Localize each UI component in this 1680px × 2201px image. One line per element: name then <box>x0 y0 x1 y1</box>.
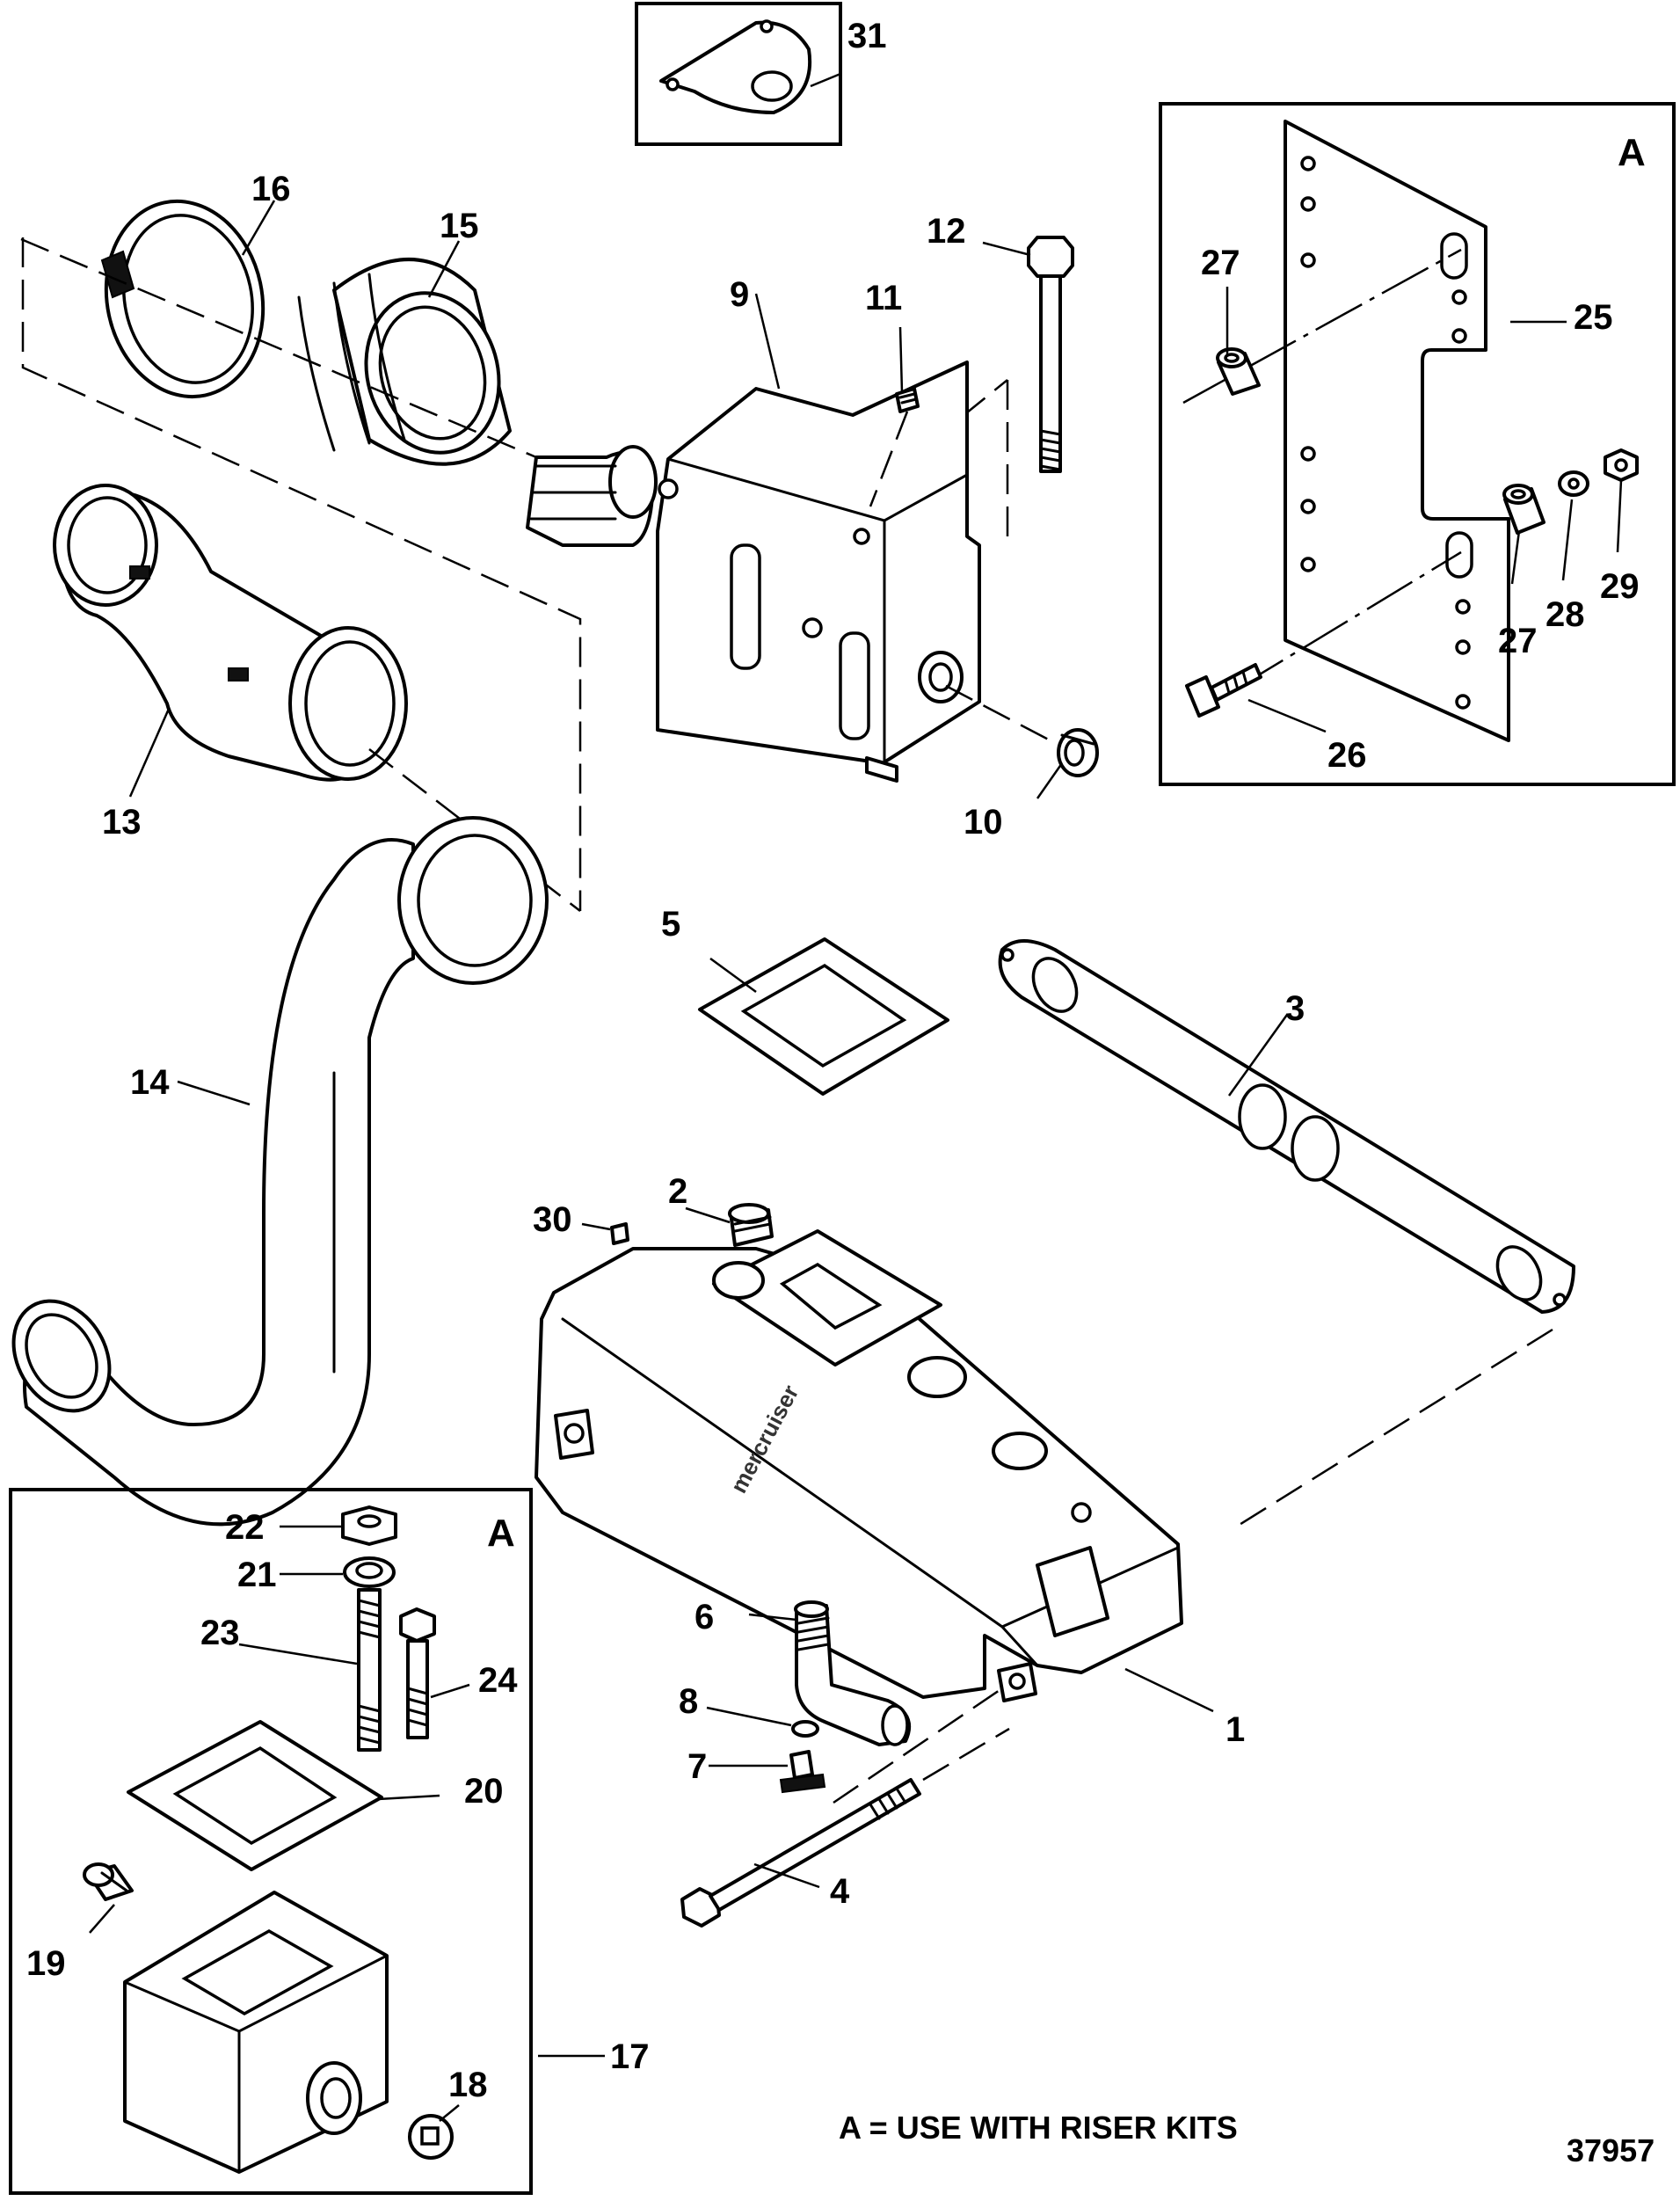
part-28-washer <box>1558 470 1589 497</box>
part-11-plug <box>895 387 920 413</box>
part-27-spacer-upper <box>1216 347 1261 396</box>
part-9-riser <box>526 361 981 783</box>
callout-26: 26 <box>1327 736 1367 775</box>
callout-4: 4 <box>830 1872 850 1911</box>
callout-18: 18 <box>448 2066 488 2104</box>
inset-box-right <box>1159 102 1676 786</box>
part-30-plug <box>610 1222 629 1245</box>
part-20-gasket <box>127 1720 383 1871</box>
part-23-stud <box>357 1588 382 1752</box>
callout-27-upper: 27 <box>1201 244 1240 282</box>
callout-30: 30 <box>533 1200 572 1239</box>
part-1-manifold <box>535 1229 1183 1702</box>
part-31-gasket <box>635 2 842 146</box>
part-15-bellows <box>297 258 512 466</box>
figure-number: 37957 <box>1567 2132 1655 2168</box>
callout-8: 8 <box>679 1682 698 1721</box>
callout-14: 14 <box>130 1063 170 1102</box>
callout-12: 12 <box>927 212 966 251</box>
part-16-clamp <box>100 199 265 399</box>
callout-10: 10 <box>964 803 1003 842</box>
part-6-elbow-fitting <box>794 1600 911 1746</box>
callout-24: 24 <box>478 1661 518 1700</box>
callout-1: 1 <box>1225 1710 1245 1749</box>
inset-box-left <box>9 1488 533 2195</box>
part-24-bolt <box>399 1607 436 1739</box>
part-2-plug <box>728 1203 774 1247</box>
part-19-plug <box>83 1862 134 1901</box>
callout-9: 9 <box>730 275 749 314</box>
part-26-bolt <box>1185 663 1262 718</box>
part-17-riser-block <box>123 1891 389 2174</box>
callout-25: 25 <box>1574 298 1613 337</box>
part-8-o-ring <box>791 1720 819 1738</box>
part-21-washer <box>343 1556 396 1588</box>
callout-13: 13 <box>102 803 142 842</box>
part-27-spacer-lower <box>1502 484 1545 535</box>
callout-6: 6 <box>695 1598 714 1636</box>
callout-20: 20 <box>464 1772 504 1811</box>
footnote: A = USE WITH RISER KITS <box>839 2110 1238 2146</box>
callout-31: 31 <box>847 17 887 55</box>
callout-5: 5 <box>661 905 680 944</box>
part-10-plug <box>1057 728 1099 777</box>
riser-kit-letter-left: A <box>487 1512 515 1555</box>
callout-27-lower: 27 <box>1498 622 1538 660</box>
callout-28: 28 <box>1545 595 1585 634</box>
part-7-fitting <box>779 1750 826 1794</box>
part-29-nut <box>1604 448 1639 482</box>
part-13-pipe <box>53 484 408 782</box>
part-5-gasket <box>698 937 949 1096</box>
riser-kit-letter-right: A <box>1618 131 1646 174</box>
callout-19: 19 <box>26 1944 66 1983</box>
part-25-bracket <box>1284 120 1510 742</box>
part-14-elbow-pipe <box>11 816 549 1527</box>
callout-11: 11 <box>865 279 902 317</box>
part-12-bolt <box>1027 236 1074 473</box>
callout-2: 2 <box>668 1172 687 1211</box>
callout-29: 29 <box>1600 567 1640 606</box>
part-22-nut <box>341 1505 397 1546</box>
part-3-gasket <box>998 939 1575 1314</box>
callout-7: 7 <box>687 1747 707 1786</box>
callout-22: 22 <box>225 1508 265 1547</box>
leader-lines <box>89 72 1623 2122</box>
callout-17: 17 <box>610 2037 650 2076</box>
callout-labels: 1 2 3 4 5 6 7 8 9 10 11 12 13 14 15 16 1… <box>26 17 1640 2104</box>
callout-3: 3 <box>1285 989 1305 1028</box>
callout-15: 15 <box>440 207 479 245</box>
callout-21: 21 <box>237 1556 277 1594</box>
callout-23: 23 <box>200 1614 240 1652</box>
part-4-bolt <box>680 1778 921 1928</box>
callout-16: 16 <box>251 170 291 208</box>
part-18-plug <box>408 2114 454 2160</box>
